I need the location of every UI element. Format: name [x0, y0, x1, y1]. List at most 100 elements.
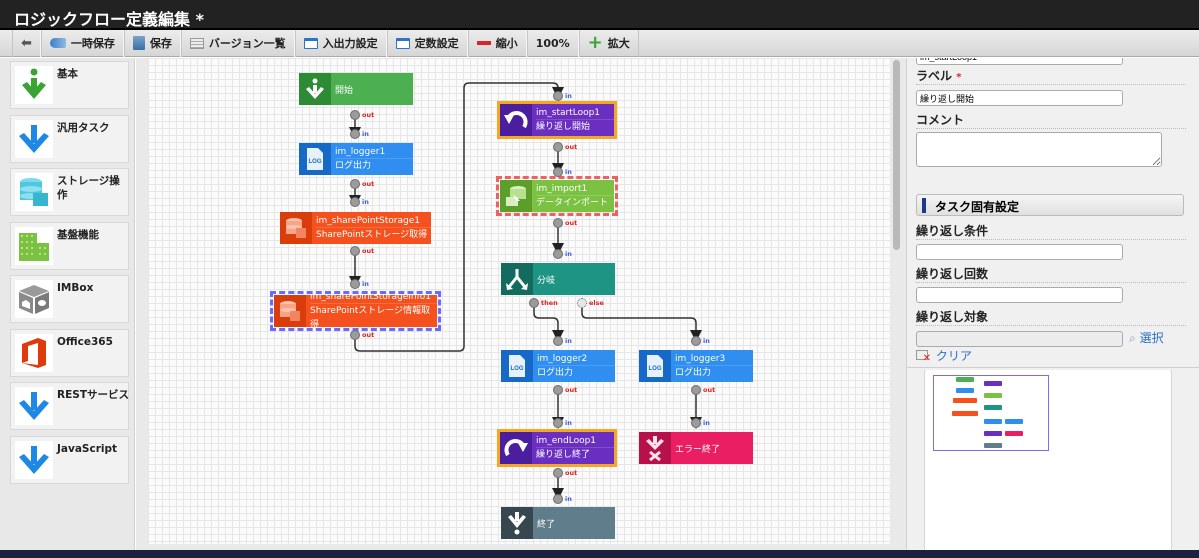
back-button[interactable]: ⬅: [12, 29, 41, 57]
svg-text:LOG: LOG: [511, 366, 524, 372]
port-out[interactable]: [691, 385, 701, 395]
basic-down-arrow-icon: [15, 66, 53, 104]
loop-condition-field[interactable]: [916, 244, 1123, 260]
port-then[interactable]: [529, 298, 539, 308]
palette-item-generic-task[interactable]: 汎用タスク: [10, 114, 129, 163]
port-out[interactable]: [350, 330, 360, 340]
clear-link[interactable]: ✕ クリア: [916, 347, 972, 364]
palette-item-platform[interactable]: 基盤機能: [10, 221, 129, 270]
io-settings-button[interactable]: 入出力設定: [294, 29, 387, 57]
palette-item-storage[interactable]: ストレージ操作: [10, 168, 129, 216]
magnifier-icon: ⌕: [1129, 331, 1136, 345]
select-link[interactable]: ⌕ 選択: [1129, 329, 1164, 346]
port-in[interactable]: [553, 494, 563, 504]
port-in[interactable]: [350, 279, 360, 289]
node-label: ログ出力: [675, 367, 712, 378]
scrollbar-thumb[interactable]: [893, 60, 900, 250]
port-in[interactable]: [553, 336, 563, 346]
node-label: SharePointストレージ取得: [316, 229, 428, 240]
loop-target-field: [916, 331, 1123, 347]
node-label: 終了: [537, 519, 556, 530]
io-settings-label: 入出力設定: [322, 37, 378, 50]
constants-settings-label: 定数設定: [414, 37, 459, 50]
temp-save-icon: [49, 38, 66, 48]
version-list-button[interactable]: バージョン一覧: [180, 29, 295, 57]
port-in[interactable]: [350, 129, 360, 139]
constants-settings-button[interactable]: 定数設定: [386, 29, 468, 57]
comment-title: コメント: [916, 111, 1186, 129]
port-out[interactable]: [553, 468, 563, 478]
zoom-level-button[interactable]: 100%: [526, 29, 579, 57]
storage-db-icon: [274, 295, 306, 327]
zoom-in-label: 拡大: [607, 37, 630, 50]
imbox-cube-icon: [15, 280, 53, 318]
task-id-field[interactable]: [916, 58, 1123, 65]
window-icon: [395, 37, 410, 49]
port-out[interactable]: [350, 246, 360, 256]
node-label: 分岐: [537, 275, 556, 286]
port-out[interactable]: [553, 142, 563, 152]
palette-label: Office365: [57, 335, 113, 348]
flow-node-error-end[interactable]: エラー終了: [639, 432, 753, 464]
flow-node-end[interactable]: 終了: [501, 507, 615, 539]
clear-x-icon: ✕: [916, 350, 931, 364]
palette-label: 基盤機能: [57, 228, 99, 241]
port-else[interactable]: [577, 298, 587, 308]
edge-branch-logger2: [533, 303, 564, 342]
loop-condition-title: 繰り返し条件: [916, 222, 1186, 240]
properties-panel: ラベル * コメント タスク固有設定 繰り返し条件 繰り返し回数 繰り返し対象 …: [906, 58, 1199, 550]
palette-label: 汎用タスク: [57, 121, 110, 134]
minimap-node: [953, 398, 977, 403]
overview-minimap[interactable]: [924, 370, 1172, 550]
palette-item-office365[interactable]: Office365: [10, 328, 129, 377]
port-out[interactable]: [350, 179, 360, 189]
port-in[interactable]: [350, 197, 360, 207]
port-in[interactable]: [553, 249, 563, 259]
port-out[interactable]: [553, 218, 563, 228]
window-icon: [303, 37, 318, 49]
canvas-vertical-scrollbar[interactable]: [893, 60, 900, 546]
temp-save-button[interactable]: 一時保存: [40, 29, 124, 57]
port-label-in: in: [362, 130, 369, 138]
palette-item-rest-service[interactable]: RESTサービス: [10, 382, 129, 430]
loop-end-icon: [500, 432, 532, 464]
palette-item-imbox[interactable]: IMBox: [10, 275, 129, 323]
comment-textarea[interactable]: [916, 132, 1162, 167]
port-in[interactable]: [691, 336, 701, 346]
palette-item-javascript[interactable]: JavaScript: [10, 435, 129, 484]
zoom-in-button[interactable]: +拡大: [578, 29, 639, 57]
save-button[interactable]: 保存: [123, 29, 181, 57]
port-label-in: in: [703, 419, 710, 427]
platform-grid-icon: [15, 226, 53, 265]
loop-count-field[interactable]: [916, 287, 1123, 303]
toolbar: ⬅ 一時保存 保存 バージョン一覧 入出力設定 定数設定 縮小 100% +拡大: [0, 29, 1199, 57]
flow-node-branch[interactable]: 分岐: [501, 263, 615, 295]
port-in[interactable]: [553, 418, 563, 428]
port-out[interactable]: [350, 110, 360, 120]
generic-task-arrow-icon: [15, 119, 53, 158]
port-in[interactable]: [553, 167, 563, 177]
node-label: 繰り返し終了: [536, 449, 591, 460]
minimap-viewport[interactable]: [933, 375, 1049, 451]
node-label: 開始: [335, 85, 354, 96]
minimap-node: [1005, 431, 1023, 436]
palette-item-basic[interactable]: 基本: [10, 61, 129, 109]
port-in[interactable]: [553, 91, 563, 101]
port-label-in: in: [565, 495, 572, 503]
flow-node-start[interactable]: 開始: [299, 73, 413, 105]
zoom-out-button[interactable]: 縮小: [467, 29, 527, 57]
label-field[interactable]: [916, 90, 1123, 106]
minimap-node: [984, 443, 1002, 448]
port-in[interactable]: [691, 418, 701, 428]
edge-branch-logger3: [581, 303, 702, 342]
port-out[interactable]: [553, 385, 563, 395]
